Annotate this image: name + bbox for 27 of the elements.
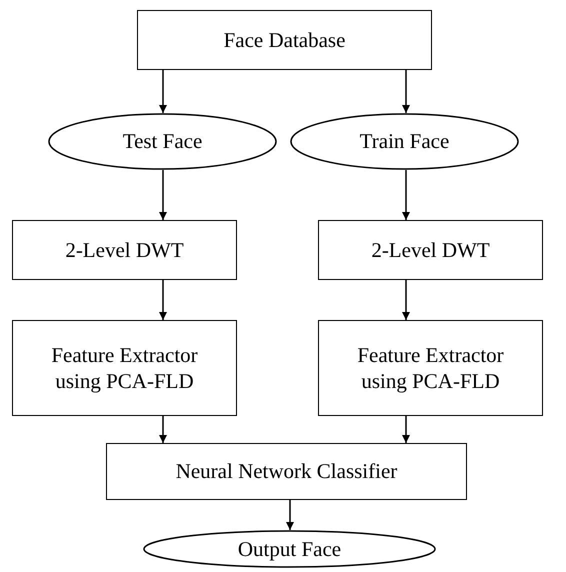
process-box — [12, 220, 237, 280]
node-label: 2-Level DWT — [370, 236, 491, 264]
process-box — [137, 10, 432, 70]
node-label: Face Database — [222, 26, 346, 54]
arrow — [159, 416, 167, 443]
node-label: Feature Extractor using PCA-FLD — [356, 342, 505, 394]
process-box — [12, 320, 237, 416]
node-label: 2-Level DWT — [64, 236, 185, 264]
node-label: Output Face — [236, 536, 342, 562]
arrow — [402, 70, 410, 113]
ellipse-node — [48, 113, 277, 170]
ellipse-node — [143, 530, 436, 568]
node-label: Neural Network Classifier — [174, 458, 398, 485]
arrow — [159, 70, 167, 113]
arrow — [159, 280, 167, 320]
process-box — [106, 443, 467, 500]
node-label: Train Face — [358, 128, 450, 155]
process-box — [318, 320, 543, 416]
arrow — [402, 280, 410, 320]
arrow — [286, 500, 294, 530]
node-label: Feature Extractor using PCA-FLD — [50, 342, 199, 394]
arrow — [159, 170, 167, 220]
ellipse-node — [290, 113, 519, 170]
process-box — [318, 220, 543, 280]
arrow — [402, 416, 410, 443]
arrow — [402, 170, 410, 220]
node-label: Test Face — [122, 128, 204, 155]
